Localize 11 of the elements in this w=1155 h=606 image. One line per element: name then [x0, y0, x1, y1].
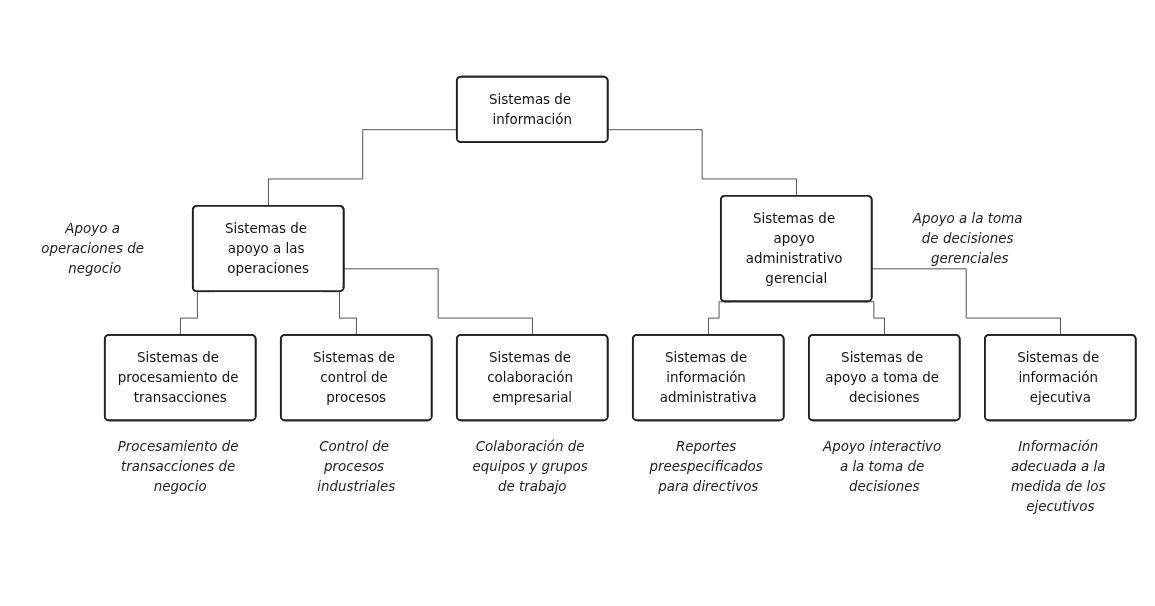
node-label: Reportes preespecificados para directivos — [649, 437, 763, 495]
connector — [607, 129, 798, 197]
node-label: Procesamiento de transacciones de negocio — [117, 437, 239, 495]
node-label: Apoyo interactivo a la toma de decisiones — [823, 437, 942, 495]
connector — [343, 268, 534, 336]
node-label: Información adecuada a la medida de los ejecutivos — [1010, 437, 1106, 515]
node-label: Control de procesos industriales — [317, 437, 396, 495]
node-label: Apoyo a operaciones de negocio — [41, 220, 144, 277]
node-label: Apoyo a la toma de decisiones gerenciales — [912, 209, 1023, 267]
connector — [871, 268, 1062, 336]
node-label: Colaboración de equipos y grupos de trabajo — [472, 437, 588, 495]
